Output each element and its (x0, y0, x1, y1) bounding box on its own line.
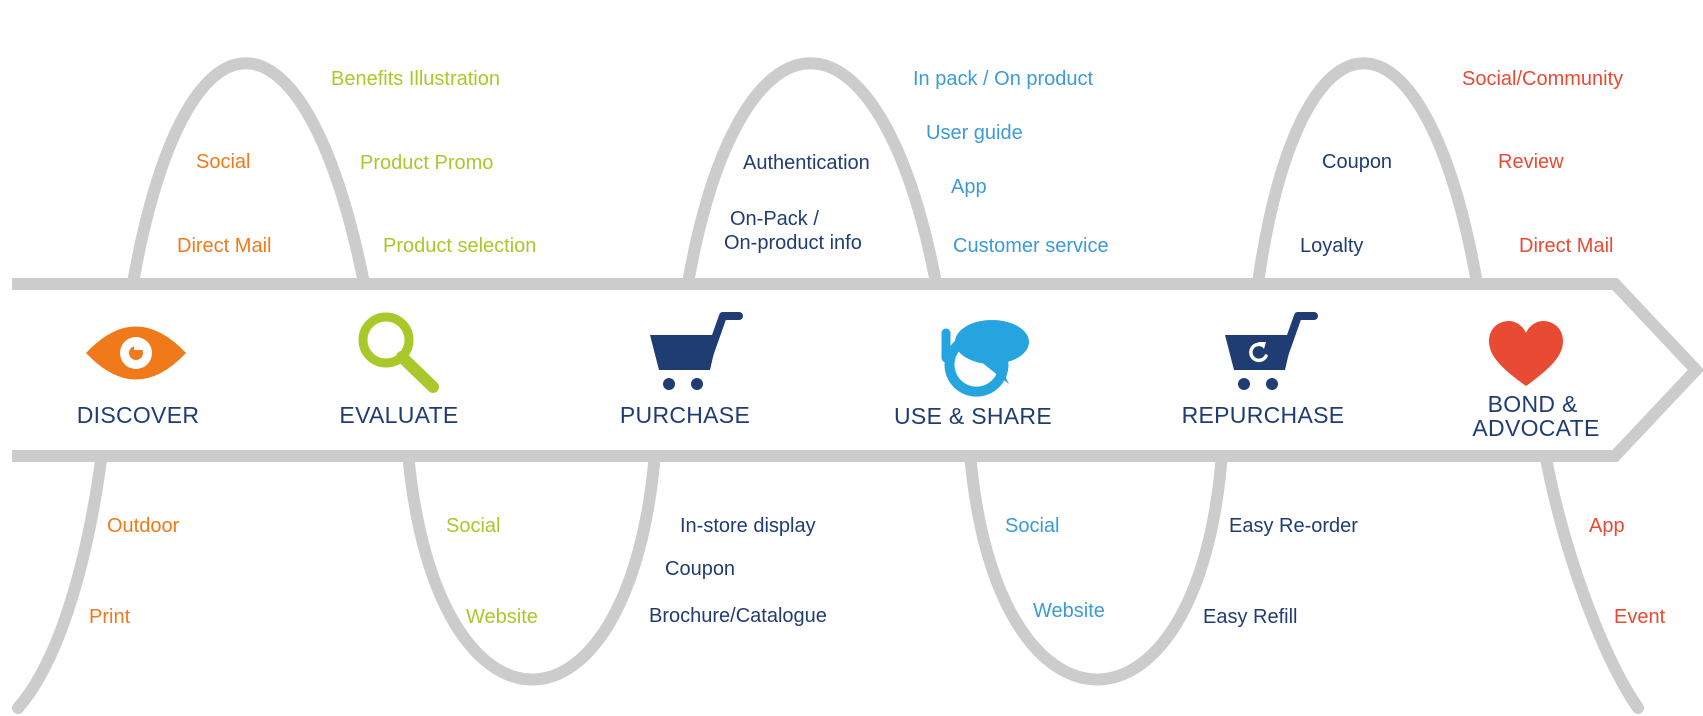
touchpoint: Social (446, 515, 500, 537)
magnifier-icon (358, 312, 439, 393)
wave-top-repurchase (1252, 57, 1483, 289)
stage-label-use-share: USE & SHARE (894, 403, 1052, 429)
touchpoints-evaluate-top: Benefits Illustration Product Promo Prod… (331, 68, 536, 257)
touchpoint: Easy Re-order (1229, 515, 1358, 537)
touchpoint: On-product info (724, 232, 862, 254)
wave-bottom-evaluate (402, 447, 661, 686)
touchpoint: Coupon (665, 558, 735, 580)
journey-waves (12, 57, 1644, 714)
touchpoints-repurchase-top: Coupon Loyalty (1300, 151, 1392, 257)
touchpoint: Event (1614, 606, 1666, 628)
touchpoint: Review (1498, 151, 1564, 173)
touchpoint: Social (1005, 515, 1059, 537)
touchpoints-purchase-bottom: In-store display Coupon Brochure/Catalog… (649, 515, 827, 627)
stage-label-discover: DISCOVER (77, 402, 200, 428)
touchpoints-discover-top: Social Direct Mail (177, 151, 271, 257)
touchpoints-purchase-top: Authentication On-Pack / On-product info (724, 152, 870, 254)
touchpoint: Website (466, 606, 538, 628)
touchpoints-discover-bottom: Outdoor Print (89, 515, 180, 628)
touchpoints-repurchase-bottom: Easy Re-order Easy Refill (1203, 515, 1358, 628)
touchpoint: In-store display (680, 515, 816, 537)
touchpoint: Benefits Illustration (331, 68, 500, 90)
stage-label-evaluate: EVALUATE (339, 402, 458, 428)
touchpoints-bond-top: Social/Community Review Direct Mail (1462, 68, 1623, 257)
touchpoint: Easy Refill (1203, 606, 1297, 628)
stage-label-purchase: PURCHASE (620, 402, 750, 428)
wave-top-discover (127, 57, 370, 289)
touchpoint: Customer service (953, 235, 1109, 257)
touchpoint: Direct Mail (1519, 235, 1613, 257)
touchpoint: Product selection (383, 235, 536, 257)
touchpoint: Social (196, 151, 250, 173)
touchpoint: App (1589, 515, 1625, 537)
eye-icon (86, 326, 186, 380)
cart-icon (650, 312, 743, 390)
stage-label-bond-advocate: BOND & ADVOCATE (1472, 391, 1599, 441)
stage-label-repurchase: REPURCHASE (1182, 402, 1345, 428)
heart-icon (1489, 321, 1563, 386)
touchpoint: On-Pack / (730, 208, 819, 230)
touchpoint: Product Promo (360, 152, 493, 174)
touchpoint: Loyalty (1300, 235, 1363, 257)
journey-arrow (12, 278, 1703, 462)
touchpoints-evaluate-bottom: Social Website (446, 515, 538, 628)
wave-bottom-left-edge (12, 447, 108, 714)
touchpoint: Coupon (1322, 151, 1392, 173)
touchpoint: In pack / On product (913, 68, 1094, 90)
touchpoint: Direct Mail (177, 235, 271, 257)
touchpoint: Authentication (743, 152, 870, 174)
touchpoint: User guide (926, 122, 1023, 144)
touchpoint: Website (1033, 600, 1105, 622)
wave-top-purchase (682, 57, 942, 289)
touchpoint: Brochure/Catalogue (649, 605, 827, 627)
wave-bottom-use-share (964, 447, 1228, 686)
touchpoint: App (951, 176, 987, 198)
power-chat-icon (941, 320, 1029, 397)
touchpoint: Outdoor (107, 515, 180, 537)
repeat-cart-icon (1225, 312, 1318, 390)
touchpoints-use-share-top: In pack / On product User guide App Cust… (913, 68, 1109, 257)
touchpoint: Social/Community (1462, 68, 1623, 90)
touchpoints-bond-bottom: App Event (1589, 515, 1666, 628)
wave-bottom-right-edge (1539, 447, 1644, 714)
touchpoint: Print (89, 606, 131, 628)
touchpoints-use-share-bottom: Social Website (1005, 515, 1105, 622)
